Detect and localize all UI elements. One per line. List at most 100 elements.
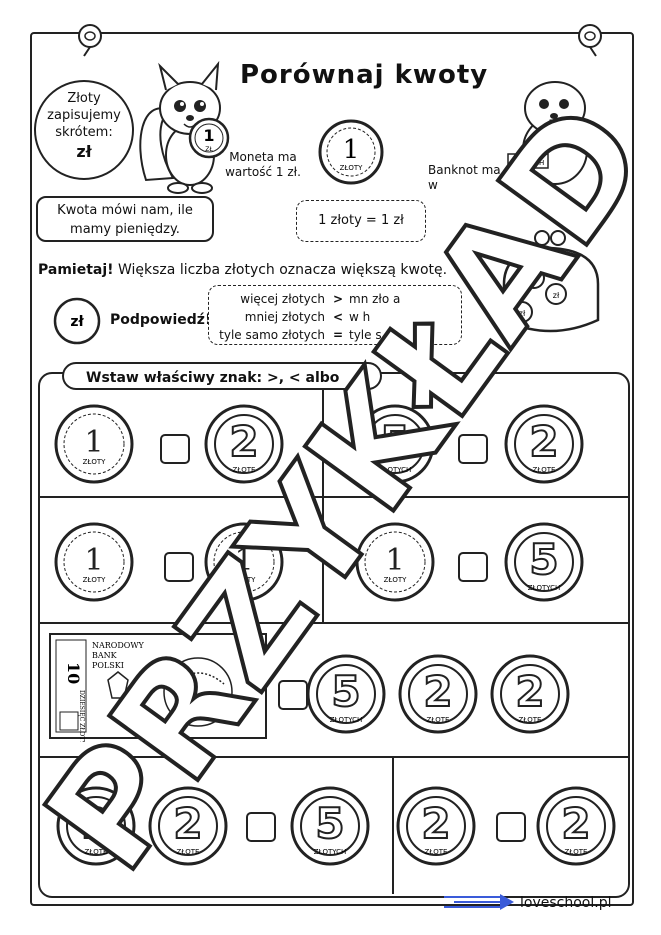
coin-label: ZŁOTE	[425, 848, 448, 856]
banknote-text: POLSKI	[92, 661, 124, 670]
coin-label: ZŁOTE	[427, 716, 450, 724]
coin-icon: zł	[53, 297, 101, 345]
divider	[392, 756, 394, 894]
answer-box[interactable]	[496, 812, 526, 842]
coin-label: ZŁOTYCH	[528, 584, 561, 592]
coin-label: ZŁOTY	[83, 576, 107, 584]
divider	[38, 496, 628, 498]
coin-value: 1	[84, 543, 103, 578]
hint-row-right: tyle s	[349, 328, 382, 342]
purse-icon: zł zł zł	[502, 230, 600, 333]
coin-value: 5	[380, 417, 409, 466]
answer-box[interactable]	[164, 552, 194, 582]
equation-box: 1 złoty = 1 zł	[296, 200, 426, 242]
coin-value: 5	[331, 667, 360, 716]
divider	[322, 390, 324, 622]
hint-row: tyle samo złotych = tyle s	[209, 326, 461, 344]
coin-value: 1	[385, 543, 404, 578]
page-frame	[30, 32, 634, 906]
squirrel-icon	[139, 60, 221, 194]
banknote-icon: 10 DZIESIĘĆ ZŁOTYCH NARODOWY BANK POLSKI	[49, 633, 267, 742]
coin-caption: Moneta ma wartość 1 zł.	[225, 150, 301, 179]
hint-row-symbol: >	[332, 292, 344, 306]
rule-text: Pamietaj! Większa liczba złotych oznacza…	[38, 262, 447, 278]
coin-label: ZŁOTE	[519, 716, 542, 724]
arrow-logo-icon	[444, 894, 514, 910]
page-title: Porównaj kwoty	[240, 60, 489, 90]
coin-label: ZŁOTE	[233, 466, 256, 474]
hint-row: mniej złotych < w h	[209, 308, 461, 326]
coin-icon: 1 ZŁOTY	[318, 119, 384, 185]
coin-label: ZŁOTYCH	[330, 716, 363, 724]
coin-label: ZŁOTE	[85, 848, 108, 856]
coin-value: 2	[81, 799, 110, 848]
coin-value: 1	[234, 543, 253, 578]
banknote-caption: Banknot ma w	[428, 163, 508, 193]
answer-box[interactable]	[160, 434, 190, 464]
coin-label: ZŁOTYCH	[379, 466, 412, 474]
hint-row-symbol: =	[332, 328, 344, 342]
purse-coin-label: zł	[531, 275, 538, 284]
divider	[38, 622, 628, 624]
answer-box[interactable]	[278, 680, 308, 710]
banknote-side-text: DZIESIĘĆ ZŁOTYCH	[78, 690, 86, 742]
coin-label: ZŁOTE	[177, 848, 200, 856]
amount-box: Kwota mówi nam, ile mamy pieniędzy.	[36, 196, 214, 242]
rule-body: Większa liczba złotych oznacza większą k…	[113, 262, 448, 278]
bubble-line: skrótem:	[55, 125, 113, 140]
banknote-caption-line: Banknot ma	[428, 163, 501, 177]
instruction-label: Wstaw właściwy znak: >, < albo	[62, 362, 382, 390]
hint-row-left: mniej złotych	[244, 310, 325, 324]
answer-box[interactable]	[458, 552, 488, 582]
coin-icon: 1 ZŁ	[188, 117, 230, 159]
hint-icon-label: zł	[70, 314, 84, 330]
coin-value: 2	[421, 799, 450, 848]
hint-row-left: więcej złotych	[240, 292, 325, 306]
bubble-line: Złoty	[67, 91, 101, 106]
svg-text:1: 1	[343, 135, 360, 165]
bubble-abbr: zł	[76, 142, 92, 161]
answer-box[interactable]	[458, 434, 488, 464]
coin-label: ZŁOTE	[533, 466, 556, 474]
divider	[38, 756, 628, 758]
pushpin-icon	[578, 24, 602, 57]
rule-bold: Pamietaj!	[38, 262, 114, 278]
coin-label: ZŁOTY	[233, 576, 257, 584]
answer-box[interactable]	[246, 812, 276, 842]
beaver-icon: ZŁOTYCH	[507, 81, 588, 185]
banknote-text: BANK	[92, 651, 118, 660]
banknote-text: NARODOWY	[92, 641, 145, 650]
svg-text:1: 1	[203, 126, 214, 145]
coin-value: 2	[423, 667, 452, 716]
hint-row-symbol: <	[332, 310, 344, 324]
footer-brand[interactable]: loveschool.pl	[520, 895, 612, 911]
coin-value: 5	[315, 799, 344, 848]
hint-table: więcej złotych > mn zło a mniej złotych …	[208, 285, 462, 345]
coin-value: 2	[515, 667, 544, 716]
hint-row-right: w h	[349, 310, 371, 324]
coin-label: ZŁ	[205, 146, 213, 153]
coin-value: 5	[529, 535, 558, 584]
purse-coin-label: zł	[553, 291, 560, 300]
bubble-line: zapisujemy	[47, 108, 121, 123]
svg-text:ZŁOTYCH: ZŁOTYCH	[512, 159, 545, 167]
coin-value: 2	[229, 417, 258, 466]
banknote-caption-line: w	[428, 178, 438, 192]
coin-label: ZŁOTYCH	[314, 848, 347, 856]
coin-value: 2	[173, 799, 202, 848]
coin-value: 2	[529, 417, 558, 466]
hint-row-left: tyle samo złotych	[219, 328, 325, 342]
